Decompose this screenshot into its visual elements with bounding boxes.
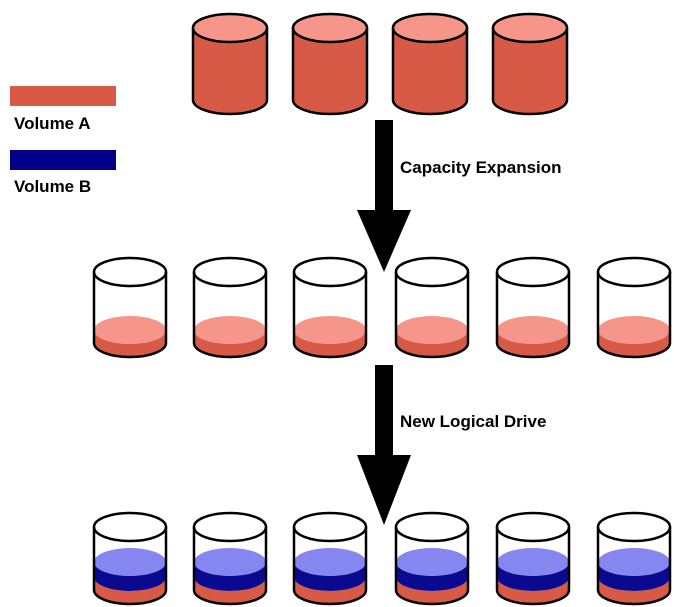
drive-row3-1 xyxy=(92,511,168,606)
volume-a-fill-body xyxy=(294,577,366,604)
volume-a-fill-body xyxy=(497,577,569,604)
volume-b-fill-body xyxy=(294,562,366,591)
drive-row3-3 xyxy=(292,511,368,606)
step-label-new-logical-drive: New Logical Drive xyxy=(400,412,546,431)
drive-row3-2 xyxy=(192,511,268,606)
volume-b-fill-top xyxy=(598,548,670,576)
volume-a-fill-top xyxy=(194,316,266,344)
drive-outline-top xyxy=(192,256,268,288)
drive-row2-4 xyxy=(394,256,470,359)
drive-outline-bottom xyxy=(495,342,571,359)
drive-row1-4 xyxy=(491,12,569,116)
volume-a-fill-top xyxy=(294,316,366,344)
step-label-capacity-expansion: Capacity Expansion xyxy=(400,158,562,177)
drive-outline-top xyxy=(491,12,569,44)
legend-label-volume-b: Volume B xyxy=(14,177,91,196)
volume-b-fill-top xyxy=(294,548,366,576)
drive-outline-top xyxy=(596,256,672,288)
drive-outline-top xyxy=(495,511,571,543)
drive-outline-bottom xyxy=(596,589,672,606)
drive-outline-bottom xyxy=(92,589,168,606)
volume-a-fill-top xyxy=(598,316,670,344)
drive-outline-bottom xyxy=(394,589,470,606)
volume-a-fill-body xyxy=(94,330,166,357)
volume-a-fill-body xyxy=(493,28,567,114)
drive-outline-bottom xyxy=(596,342,672,359)
drive-row2-1 xyxy=(92,256,168,359)
drive-outline-top xyxy=(495,256,571,288)
volume-a-fill-body xyxy=(194,330,266,357)
drive-outline-top xyxy=(394,256,470,288)
legend-label-volume-a: Volume A xyxy=(14,114,91,133)
drive-row3-5 xyxy=(495,511,571,606)
arrow-shaft xyxy=(375,365,393,465)
volume-b-fill-body xyxy=(497,562,569,591)
volume-b-fill-top xyxy=(396,548,468,576)
legend: Volume A Volume B xyxy=(10,86,116,196)
volume-b-fill-top xyxy=(497,548,569,576)
drive-outline-top xyxy=(292,256,368,288)
volume-a-fill-body xyxy=(396,577,468,604)
drive-outline-top xyxy=(92,511,168,543)
drive-row2-5 xyxy=(495,256,571,359)
arrow-shaft xyxy=(375,120,393,220)
drive-outline-bottom xyxy=(495,589,571,606)
drive-row2-6 xyxy=(596,256,672,359)
drive-outline-bottom xyxy=(291,99,369,116)
drive-outline-top xyxy=(391,12,469,44)
volume-b-fill-body xyxy=(396,562,468,591)
arrow-head xyxy=(357,210,411,272)
drive-outline-bottom xyxy=(491,99,569,116)
drive-row1-1 xyxy=(191,12,269,116)
drive-outline-top xyxy=(92,256,168,288)
drive-outline-bottom xyxy=(292,342,368,359)
volume-a-fill-body xyxy=(193,28,267,114)
volume-a-fill-body xyxy=(393,28,467,114)
volume-b-fill-body xyxy=(598,562,670,591)
drive-outline-bottom xyxy=(391,99,469,116)
drive-outline-top xyxy=(191,12,269,44)
drive-outline-top xyxy=(192,511,268,543)
volume-b-fill-top xyxy=(94,548,166,576)
volume-a-fill-top xyxy=(396,316,468,344)
volume-a-fill-top xyxy=(497,316,569,344)
drive-outline-top xyxy=(291,12,369,44)
volume-a-fill-body xyxy=(598,577,670,604)
drive-row2-2 xyxy=(192,256,268,359)
volume-a-fill-body xyxy=(396,330,468,357)
volume-a-fill-body xyxy=(598,330,670,357)
drive-outline-top xyxy=(596,511,672,543)
drive-outline-bottom xyxy=(92,342,168,359)
drive-outline-top xyxy=(292,511,368,543)
volume-b-fill-body xyxy=(94,562,166,591)
drive-outline-bottom xyxy=(192,589,268,606)
volume-b-fill-top xyxy=(194,548,266,576)
drive-row3-4 xyxy=(394,511,470,606)
volume-a-fill-body xyxy=(194,577,266,604)
drive-outline-bottom xyxy=(191,99,269,116)
volume-b-fill-body xyxy=(194,562,266,591)
drive-row2-3 xyxy=(292,256,368,359)
drive-arrays xyxy=(92,12,672,606)
arrow-new-logical-drive xyxy=(357,365,411,525)
legend-swatch-volume-a xyxy=(10,86,116,106)
drive-row3-6 xyxy=(596,511,672,606)
arrow-capacity-expansion xyxy=(357,120,411,272)
volume-a-fill-body xyxy=(293,28,367,114)
volume-a-fill-body xyxy=(94,577,166,604)
drive-outline-bottom xyxy=(292,589,368,606)
arrow-head xyxy=(357,455,411,525)
drive-outline-bottom xyxy=(192,342,268,359)
drive-outline-top xyxy=(394,511,470,543)
volume-a-fill-top xyxy=(94,316,166,344)
drive-row1-3 xyxy=(391,12,469,116)
volume-a-fill-body xyxy=(294,330,366,357)
legend-swatch-volume-b xyxy=(10,150,116,170)
drive-outline-bottom xyxy=(394,342,470,359)
volume-a-fill-body xyxy=(497,330,569,357)
drive-row1-2 xyxy=(291,12,369,116)
